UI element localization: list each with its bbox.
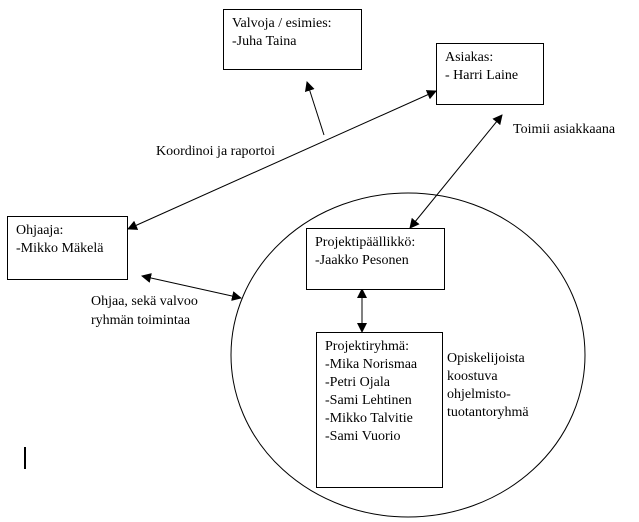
valvoja-title: Valvoja / esimies: <box>232 16 332 31</box>
opiskelija-label-line: tuotantoryhmä <box>447 405 529 420</box>
valvoja-box: Valvoja / esimies: -Juha Taina <box>223 9 362 70</box>
projektipaallikko-title: Projektipäällikkö: <box>315 235 416 250</box>
projektipaallikko-person: -Jaakko Pesonen <box>315 253 409 268</box>
text-cursor <box>24 447 26 469</box>
opiskelija-label-line: Opiskelijoista <box>447 351 525 366</box>
ohjaaja-box: Ohjaaja: -Mikko Mäkelä <box>7 216 128 280</box>
projektiryhma-member: -Mika Norismaa <box>325 357 418 372</box>
arrow-asiakas-projektipaallikko <box>409 114 503 229</box>
ohjaa-label-line: Ohjaa, sekä valvoo <box>91 294 198 309</box>
ohjaaja-person: -Mikko Mäkelä <box>16 241 104 256</box>
projektiryhma-member: -Petri Ojala <box>325 375 390 390</box>
opiskelija-label-line: ohjelmisto- <box>447 387 511 402</box>
projektipaallikko-box: Projektipäällikkö: -Jaakko Pesonen <box>306 228 445 290</box>
opiskelija-label: Opiskelijoista koostuva ohjelmisto- tuot… <box>447 350 529 422</box>
ohjaa-label-line: ryhmän toimintaa <box>91 313 191 328</box>
projektiryhma-member: -Sami Lehtinen <box>325 393 412 408</box>
valvoja-person: -Juha Taina <box>232 34 297 49</box>
projektiryhma-box: Projektiryhmä: -Mika Norismaa -Petri Oja… <box>316 332 443 488</box>
koordinoi-label: Koordinoi ja raportoi <box>156 144 275 159</box>
asiakas-title: Asiakas: <box>445 50 494 65</box>
toimii-label: Toimii asiakkaana <box>513 122 616 137</box>
projektiryhma-member: -Mikko Talvitie <box>325 411 413 426</box>
asiakas-person: - Harri Laine <box>445 68 519 83</box>
projektiryhma-member: -Sami Vuorio <box>325 429 401 444</box>
ohjaaja-title: Ohjaaja: <box>16 223 64 238</box>
projektiryhma-title: Projektiryhmä: <box>325 339 409 354</box>
arrow-ohjaaja-asiakas <box>127 90 437 230</box>
arrow-ohjaaja-team <box>141 273 242 301</box>
asiakas-box: Asiakas: - Harri Laine <box>436 43 544 105</box>
opiskelija-label-line: koostuva <box>447 369 498 384</box>
arrow-to-valvoja <box>304 81 325 136</box>
ohjaa-label: Ohjaa, sekä valvoo ryhmän toimintaa <box>91 292 198 330</box>
